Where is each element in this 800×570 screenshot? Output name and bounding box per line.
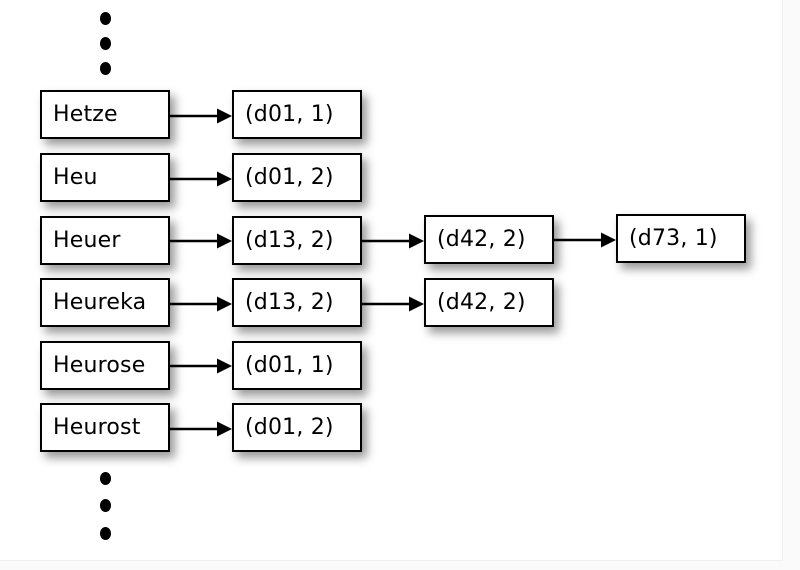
vertical-ellipsis-top-dot bbox=[99, 11, 111, 25]
node-box[interactable]: Heu bbox=[40, 153, 170, 202]
node-box[interactable]: Heurose bbox=[40, 341, 170, 390]
node-box[interactable]: (d13, 2) bbox=[232, 216, 362, 265]
edge-heureka-to-d13-2-arrowhead bbox=[217, 296, 232, 312]
vertical-ellipsis-top-dot bbox=[99, 36, 111, 50]
vertical-ellipsis-top-dot bbox=[99, 61, 111, 75]
vertical-ellipsis-bottom-dot bbox=[99, 498, 111, 512]
node-box[interactable]: (d01, 1) bbox=[232, 341, 362, 390]
node-box[interactable]: (d01, 2) bbox=[232, 153, 362, 202]
edge-d13-2-to-d42-2-b-arrowhead bbox=[409, 296, 424, 312]
edge-heurose-to-d01-1-arrowhead bbox=[217, 358, 232, 374]
node-box[interactable]: (d01, 1) bbox=[232, 90, 362, 139]
vertical-ellipsis-bottom-dot bbox=[99, 526, 111, 540]
edge-heurost-to-d01-2-arrowhead bbox=[217, 421, 232, 437]
edge-d13-2-to-d42-2-a-arrowhead bbox=[409, 233, 424, 249]
node-box[interactable]: (d42, 2) bbox=[424, 215, 554, 264]
vertical-ellipsis-bottom-dot bbox=[99, 471, 111, 485]
node-box[interactable]: (d13, 2) bbox=[232, 278, 362, 327]
node-box[interactable]: Heureka bbox=[40, 278, 170, 327]
node-box[interactable]: Heurost bbox=[40, 403, 170, 452]
node-box[interactable]: (d73, 1) bbox=[616, 214, 746, 263]
node-box[interactable]: (d42, 2) bbox=[424, 278, 554, 327]
edge-hetze-to-d01-1-arrowhead bbox=[217, 108, 232, 124]
node-box[interactable]: Heuer bbox=[40, 216, 170, 265]
edge-heu-to-d01-2-arrowhead bbox=[217, 171, 232, 187]
edge-d42-2-to-d73-1-arrowhead bbox=[601, 232, 616, 248]
node-box[interactable]: Hetze bbox=[40, 90, 170, 139]
edge-heuer-to-d13-2-arrowhead bbox=[217, 233, 232, 249]
node-box[interactable]: (d01, 2) bbox=[232, 403, 362, 452]
